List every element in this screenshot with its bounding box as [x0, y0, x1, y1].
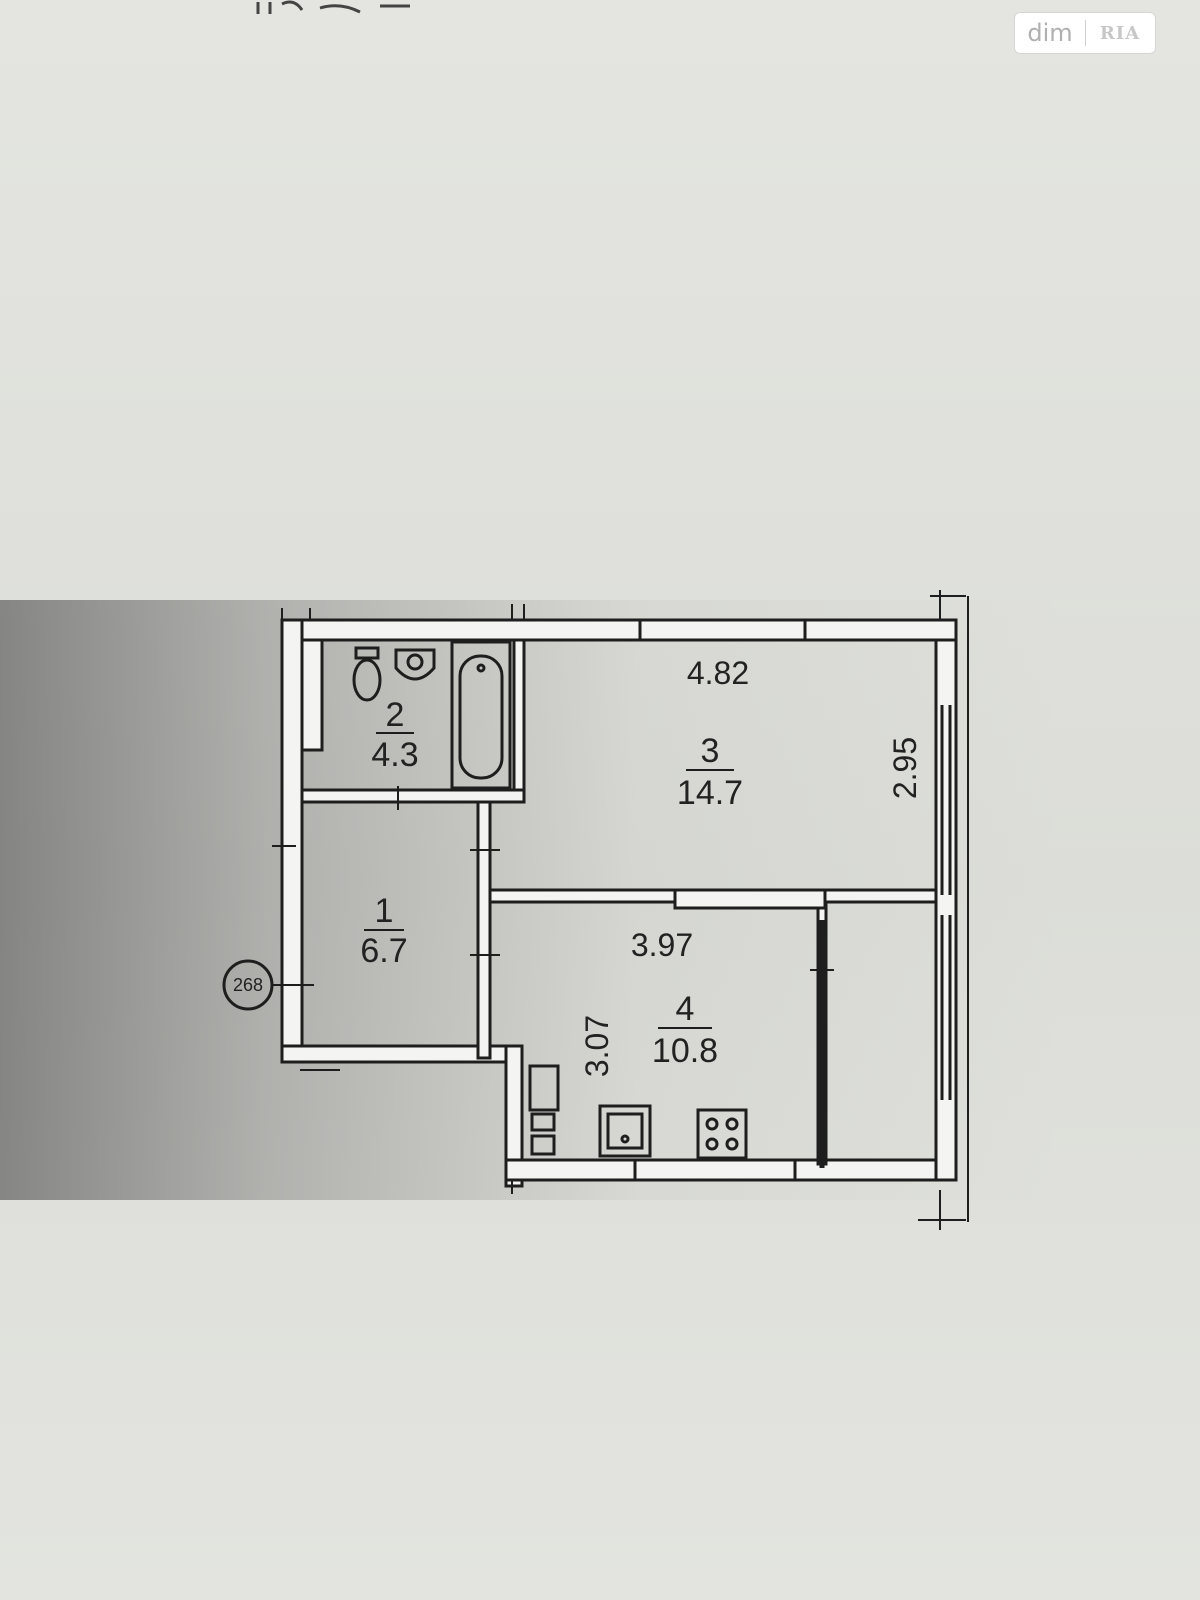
- room3-depth-dimension: 2.95: [887, 737, 923, 799]
- axis-marker-label: 268: [233, 975, 263, 995]
- balcony: [824, 900, 938, 1162]
- room3-width-dimension: 4.82: [687, 655, 749, 691]
- break-marks: [281, 590, 969, 1230]
- interior-walls: [300, 638, 938, 1168]
- room4-area: 10.8: [652, 1032, 718, 1070]
- room4-depth-dimension: 3.07: [579, 1015, 615, 1077]
- bathtub-fixture: [450, 640, 512, 790]
- watermark-ria-text: RIA: [1099, 22, 1141, 44]
- room3-number: 3: [701, 732, 720, 770]
- door-markers: [272, 786, 834, 986]
- room1-number: 1: [375, 892, 394, 930]
- watermark-dim-text: dim: [1027, 19, 1073, 47]
- room4-number: 4: [676, 990, 695, 1028]
- outer-walls: [280, 618, 958, 1188]
- toilet-fixture: [352, 646, 382, 702]
- room2-area: 4.3: [371, 736, 418, 774]
- sink-fixture: [394, 648, 436, 681]
- room4-width-dimension: 3.97: [631, 927, 693, 963]
- room2-number: 2: [386, 696, 405, 734]
- room1-area: 6.7: [360, 932, 407, 970]
- top-handwriting: [250, 0, 670, 20]
- room3-area: 14.7: [677, 774, 743, 812]
- watermark-separator: [1085, 20, 1086, 46]
- watermark-logo: dim RIA: [1014, 12, 1156, 54]
- kitchen-sink-fixture: [598, 1104, 652, 1158]
- stove-fixture: [696, 1108, 748, 1160]
- kitchen-cabinet: [528, 1064, 560, 1156]
